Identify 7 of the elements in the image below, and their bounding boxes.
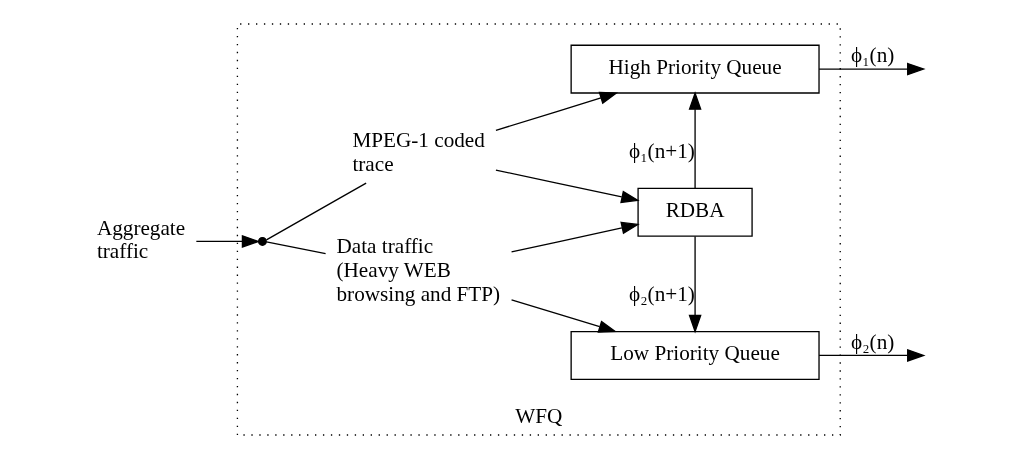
node-text: Data traffic (Heavy WEB browsing and FTP) xyxy=(336,234,500,306)
edge-label: ϕ₂(n) xyxy=(850,329,894,354)
node-text: Aggregate traffic xyxy=(96,215,185,264)
edge-label: ϕ₂(n+1) xyxy=(628,281,695,306)
edge-label: ϕ₁(n+1) xyxy=(628,138,695,163)
node-text: MPEG-1 coded trace xyxy=(351,128,485,176)
edge-label: ϕ₁(n) xyxy=(850,43,894,68)
